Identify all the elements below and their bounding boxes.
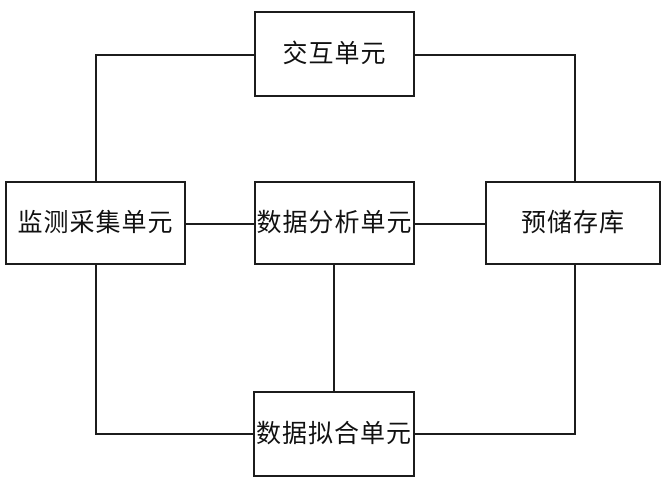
- connector-monitor-to-fitting: [95, 265, 253, 435]
- node-monitor-collection-unit-label: 监测采集单元: [17, 208, 174, 237]
- connector-prestorage-to-fitting: [415, 265, 576, 435]
- node-data-fitting-unit[interactable]: 数据拟合单元: [253, 391, 415, 477]
- node-data-analysis-unit-label: 数据分析单元: [256, 208, 413, 237]
- node-prestorage-repository[interactable]: 预储存库: [485, 181, 661, 265]
- connector-interaction-to-prestorage: [415, 54, 576, 181]
- node-monitor-collection-unit[interactable]: 监测采集单元: [5, 181, 186, 265]
- connector-interaction-to-monitor: [95, 54, 254, 181]
- node-interaction-unit-label: 交互单元: [282, 39, 387, 68]
- node-interaction-unit[interactable]: 交互单元: [254, 11, 415, 97]
- node-prestorage-repository-label: 预储存库: [520, 208, 625, 237]
- node-data-fitting-unit-label: 数据拟合单元: [255, 419, 412, 448]
- node-data-analysis-unit[interactable]: 数据分析单元: [254, 181, 415, 265]
